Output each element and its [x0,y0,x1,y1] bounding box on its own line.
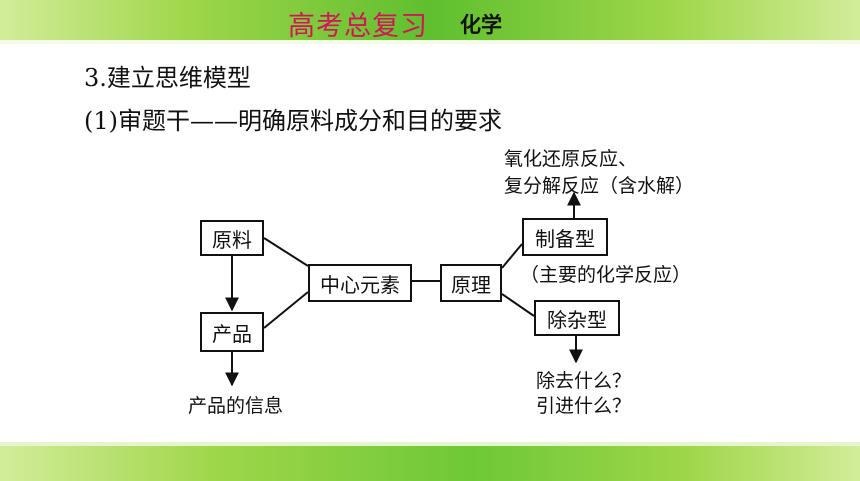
question-remove-label: 除去什么？ [536,370,632,392]
line-principle-to-preparation [501,243,523,269]
line-principle-to-removal [501,293,535,317]
step-heading: (1)审题干——明确原料成分和目的要求 [84,107,502,135]
banner-title: 高考总复习 [288,11,428,42]
line-product-to-center [263,291,309,329]
double-decomposition-label: 复分解反应（含水解） [504,175,695,197]
question-introduce-label: 引进什么？ [536,395,632,417]
raw-material-box: 原料 [200,220,264,256]
impurity-removal-type-box: 除杂型 [534,300,620,336]
thinking-model-diagram: 原料 产品 产品的信息 中心元素 原理 氧化还原反应、 复分解反应（含水解） 制… [186,140,734,418]
diagram-connectors [225,191,583,387]
redox-reaction-label: 氧化还原反应、 [504,148,638,170]
top-banner: 高考总复习 化学 [0,0,860,44]
preparation-type-box: 制备型 [522,218,608,256]
banner-subject: 化学 [460,13,502,37]
principle-box: 原理 [440,264,502,302]
bottom-banner [0,442,860,481]
preparation-note-label: （主要的化学反应） [520,264,692,286]
product-info-label: 产品的信息 [188,395,284,417]
top-banner-stripe [0,40,860,44]
central-element-box: 中心元素 [308,264,412,302]
product-box: 产品 [200,312,264,352]
bottom-banner-stripe [0,442,860,446]
section-heading: 3.建立思维模型 [84,64,251,92]
line-raw-to-center [263,237,309,267]
